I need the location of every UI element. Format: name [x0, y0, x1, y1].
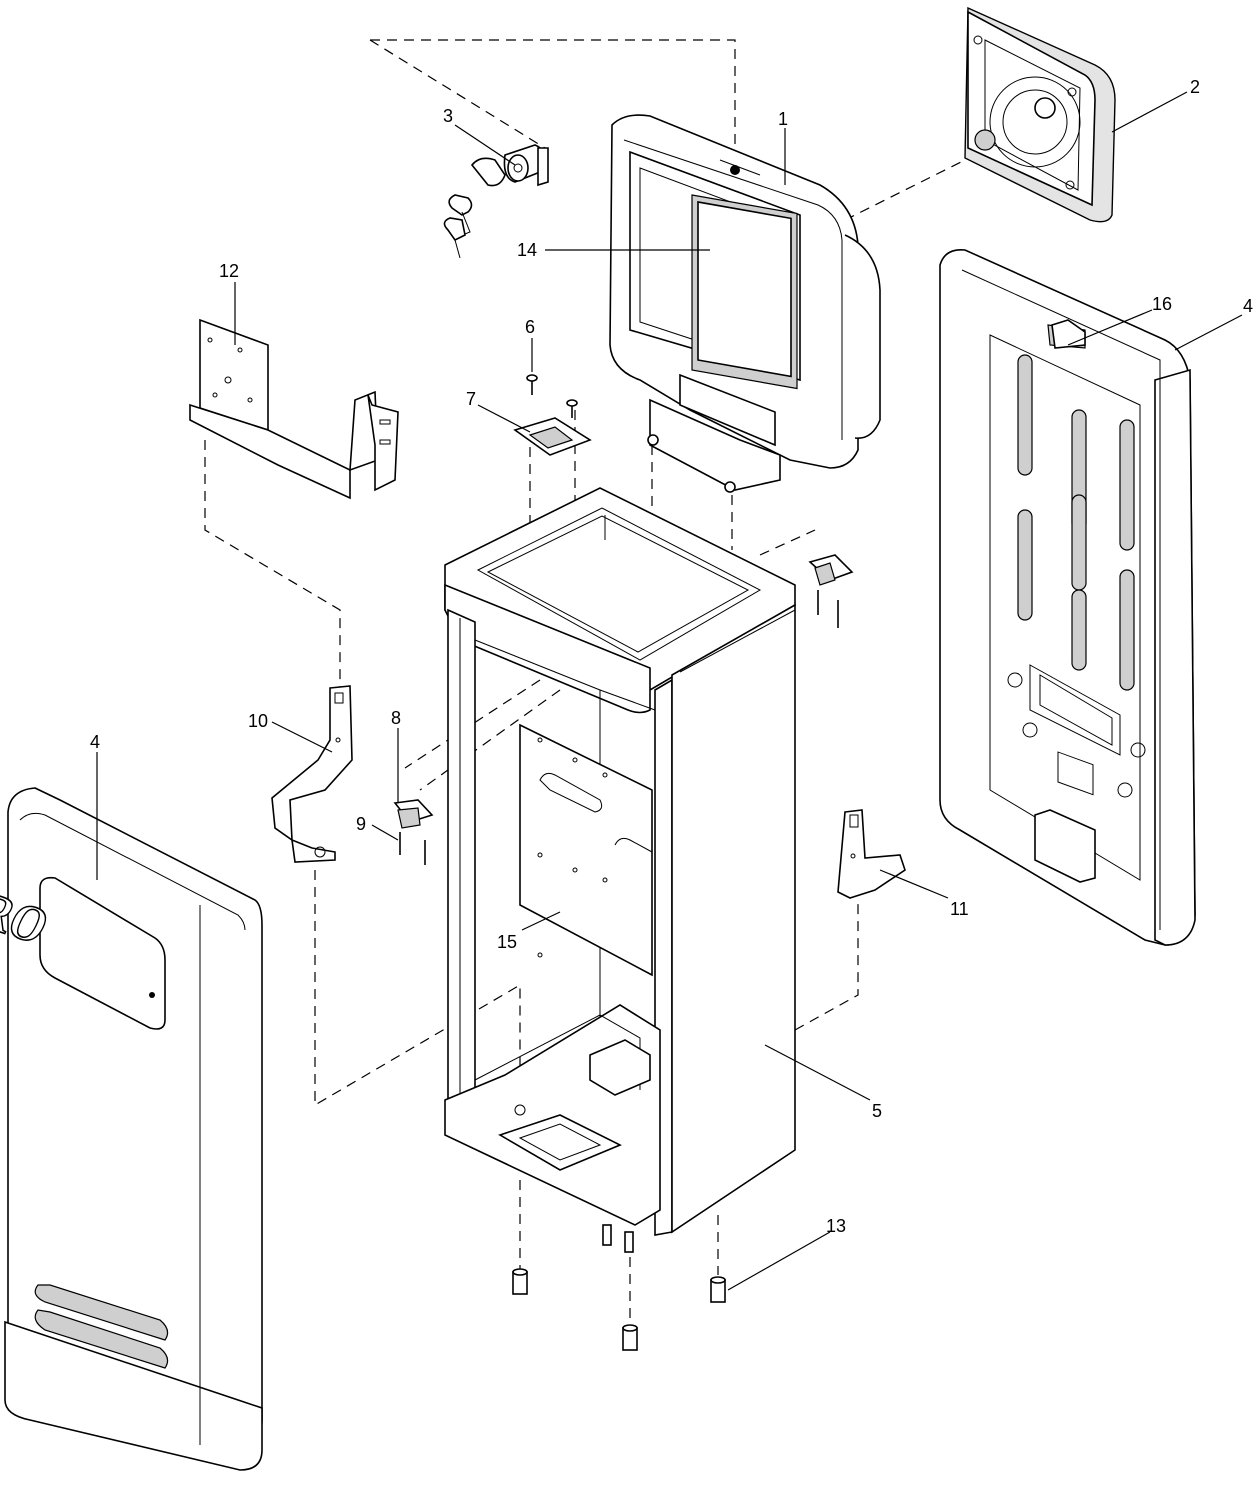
part-screws-and-hinge-plate [513, 374, 592, 456]
callout-5: 5 [872, 1101, 882, 1121]
part-controller-frame [609, 114, 881, 493]
callout-7: 7 [466, 389, 476, 409]
callout-4-left: 4 [90, 732, 100, 752]
part-back-panel [939, 248, 1196, 946]
part-lock-and-keys [443, 144, 549, 259]
callout-15: 15 [497, 932, 517, 952]
part-back-plate [964, 6, 1116, 223]
callout-leader-lines [96, 91, 1243, 1291]
callout-8: 8 [391, 708, 401, 728]
callout-16: 16 [1152, 294, 1172, 314]
part-rubber-feet [512, 1268, 726, 1351]
callout-4-right: 4 [1243, 296, 1253, 316]
part-front-door: TORO [0, 787, 263, 1471]
part-right-hinge-bracket [808, 554, 854, 628]
callout-11: 11 [950, 899, 969, 919]
part-mounting-bracket [189, 318, 399, 500]
callout-1: 1 [778, 109, 788, 129]
callout-13: 13 [826, 1216, 846, 1236]
callout-6: 6 [525, 317, 535, 337]
callout-10: 10 [248, 711, 268, 731]
callout-12: 12 [219, 261, 239, 281]
callout-labels: 1 2 3 4 4 5 6 7 8 9 10 11 12 13 14 15 16 [90, 77, 1253, 1236]
part-left-l-bracket [271, 685, 353, 863]
callout-9: 9 [356, 814, 366, 834]
part-pedestal-cabinet [444, 487, 796, 1253]
callout-3: 3 [443, 106, 453, 126]
callout-14: 14 [517, 240, 537, 260]
callout-2: 2 [1190, 77, 1200, 97]
part-right-l-bracket [837, 809, 906, 899]
part-hinge-bracket [393, 799, 434, 865]
